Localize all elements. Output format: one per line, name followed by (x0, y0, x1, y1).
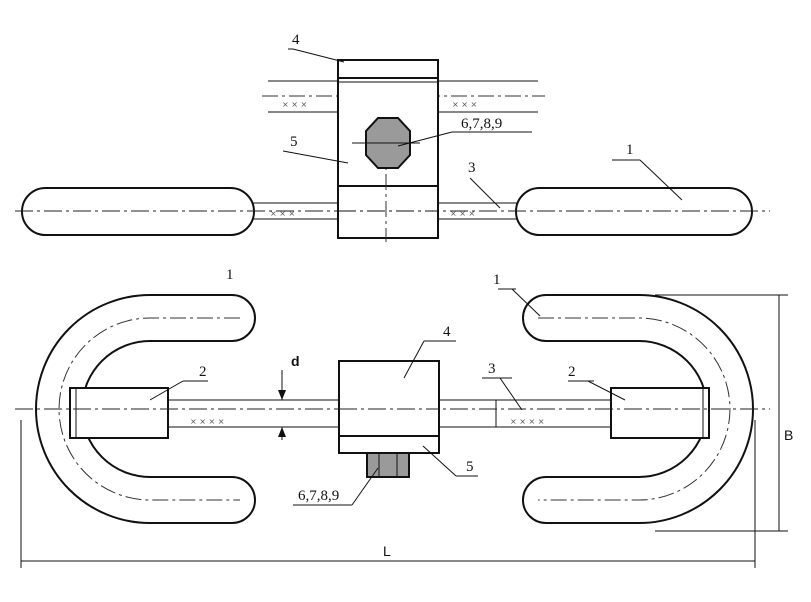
top-view: × × × × × × × × × × × × (15, 32, 770, 242)
label-diameter: d (291, 353, 300, 369)
svg-text:× × ×: × × × (450, 209, 475, 218)
weight-right-bottom (522, 294, 754, 524)
label-clamp-body-bottom: 5 (466, 459, 474, 475)
svg-text:× × ×: × × × (282, 100, 307, 109)
hex-bolt-icon (352, 117, 420, 169)
svg-text:× × × ×: × × × × (190, 417, 224, 426)
label-clamp-top: 4 (292, 32, 300, 48)
label-weight-top: 1 (626, 142, 634, 158)
sleeve-right (610, 387, 710, 439)
weight-left-top (21, 187, 255, 236)
label-clamp-body-top: 5 (290, 134, 298, 150)
label-sleeve-left: 2 (199, 364, 207, 380)
label-bolt-set-bottom: 6,7,8,9 (298, 488, 339, 504)
bottom-view: × × × × × × × × d (15, 267, 793, 568)
sleeve-left (69, 387, 169, 439)
label-bolt-set-top: 6,7,8,9 (461, 116, 502, 132)
clamp-bottom (338, 360, 440, 454)
svg-text:× × ×: × × × (270, 209, 295, 218)
label-length: L (383, 543, 391, 559)
dimension-B: B (655, 294, 793, 532)
label-height: B (784, 427, 793, 443)
svg-text:× × × ×: × × × × (510, 417, 544, 426)
svg-text:× × ×: × × × (452, 100, 477, 109)
bolt-icon (366, 452, 410, 478)
label-weight-right: 1 (493, 272, 501, 288)
label-cable-bottom: 3 (488, 361, 496, 377)
weight-left-bottom (35, 294, 256, 524)
dimension-d: d (266, 353, 300, 440)
label-weight-left: 1 (226, 267, 234, 283)
dimension-L: L (20, 420, 756, 568)
label-cable-top: 3 (468, 160, 476, 176)
label-sleeve-right: 2 (568, 364, 576, 380)
label-clamp-top-bottom: 4 (443, 324, 451, 340)
weight-right-top (515, 187, 753, 236)
